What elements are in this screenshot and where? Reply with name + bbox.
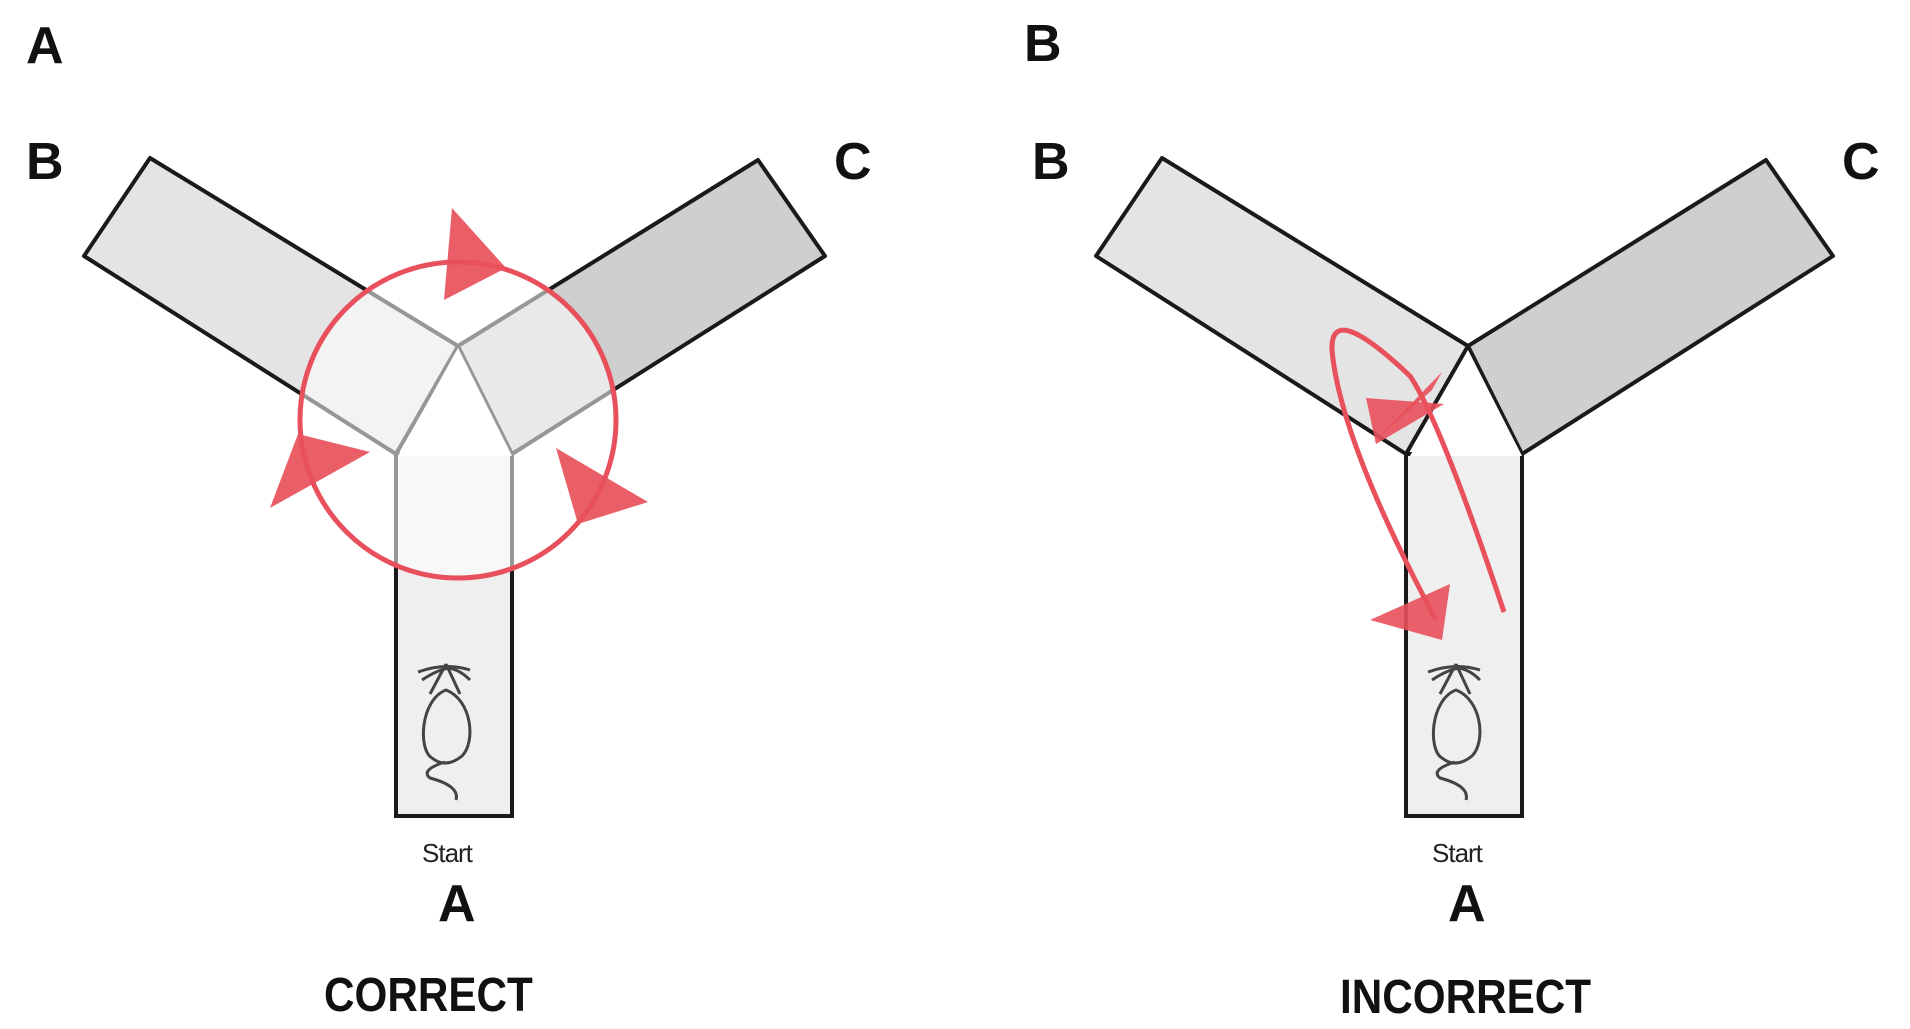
start-label: Start [1432, 838, 1483, 868]
arm-label-left: B [26, 133, 64, 191]
rat-icon [1427, 663, 1482, 801]
arm-label-right: C [834, 133, 872, 191]
start-label: Start [422, 838, 473, 868]
arrowhead-right [556, 448, 648, 524]
arm-label-bottom: A [1448, 875, 1486, 933]
arrowhead-down [1370, 584, 1450, 640]
panel-incorrect: B B C Start A INCORRECT [1010, 0, 1910, 1029]
reentry-path [1329, 327, 1507, 622]
panel-correct: A B C Start A CORRECT [26, 17, 872, 1022]
y-maze-correct [82, 156, 827, 818]
panel-label: B [1024, 15, 1062, 73]
arm-label-left: B [1032, 133, 1070, 191]
arrowhead-top [444, 208, 506, 300]
caption-correct: CORRECT [324, 969, 533, 1022]
y-maze-incorrect [1094, 156, 1835, 818]
arm-label-bottom: A [438, 875, 476, 933]
arm-label-right: C [1842, 133, 1880, 191]
highlight-zone [300, 262, 616, 578]
arrowhead-left [270, 434, 370, 508]
arrowhead-up-main [1366, 398, 1444, 444]
caption-incorrect: INCORRECT [1340, 971, 1592, 1024]
panel-label: A [26, 17, 64, 75]
rat-icon [417, 663, 472, 801]
maze-arm-c [1466, 158, 1835, 456]
